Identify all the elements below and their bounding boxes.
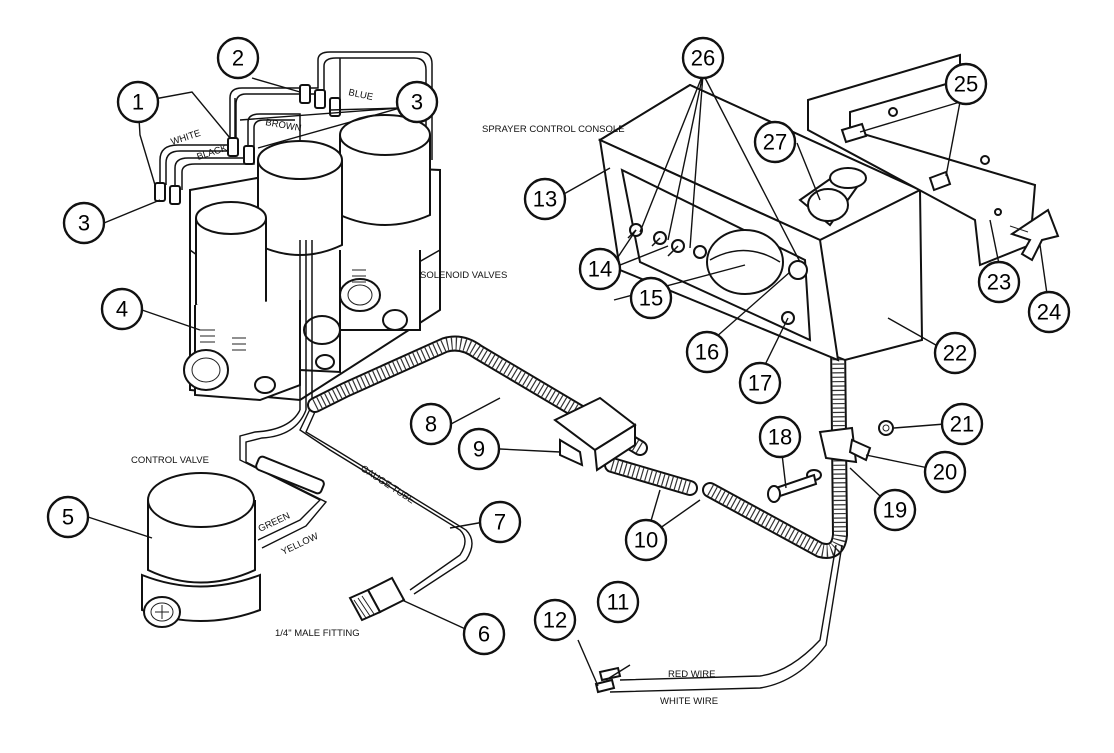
- svg-text:2: 2: [232, 46, 244, 71]
- svg-text:6: 6: [478, 622, 490, 647]
- callout-23: 23: [977, 260, 1021, 304]
- svg-text:16: 16: [695, 340, 719, 365]
- callout-7: 7: [478, 500, 522, 544]
- callout-22: 22: [933, 331, 977, 375]
- bolts: [840, 122, 952, 192]
- callout-10: 10: [624, 518, 668, 562]
- svg-text:25: 25: [954, 72, 978, 97]
- svg-text:21: 21: [950, 412, 974, 437]
- callout-11: 11: [596, 580, 640, 624]
- svg-text:17: 17: [748, 371, 772, 396]
- callout-2: 2: [216, 36, 260, 80]
- svg-text:15: 15: [639, 286, 663, 311]
- red-wire: [619, 544, 837, 681]
- control-valve-wires: [239, 409, 322, 541]
- callout-12: 12: [533, 598, 577, 642]
- svg-text:4: 4: [116, 297, 128, 322]
- wire-label-yellow: YELLOW: [280, 531, 321, 558]
- wire-label-blue: BLUE: [347, 87, 374, 103]
- callout-25: 25: [944, 62, 988, 106]
- callout-4: 4: [100, 287, 144, 331]
- callout-19: 19: [873, 488, 917, 532]
- callout-9: 9: [457, 427, 501, 471]
- svg-text:8: 8: [425, 412, 437, 437]
- gauge-tube-label: GAUGE TUBE: [358, 463, 416, 506]
- clamp-hardware: [767, 420, 894, 503]
- solenoid-valves-label: SOLENOID VALVES: [420, 270, 507, 281]
- svg-text:12: 12: [543, 608, 567, 633]
- callout-14: 14: [578, 247, 622, 291]
- male-fitting-label: 1/4" MALE FITTING: [275, 628, 360, 639]
- svg-text:3: 3: [78, 211, 90, 236]
- white-wire: [609, 544, 843, 693]
- svg-text:10: 10: [634, 528, 658, 553]
- svg-text:26: 26: [691, 46, 715, 71]
- svg-text:20: 20: [933, 460, 957, 485]
- svg-text:23: 23: [987, 270, 1011, 295]
- red-wire-label: RED WIRE: [668, 669, 716, 680]
- console-label: SPRAYER CONTROL CONSOLE: [482, 124, 625, 135]
- svg-text:19: 19: [883, 498, 907, 523]
- wire-connector: [553, 396, 637, 472]
- svg-text:18: 18: [768, 425, 792, 450]
- male-fitting: [348, 576, 406, 622]
- svg-text:13: 13: [533, 187, 557, 212]
- callout-3-right: 3: [395, 80, 439, 124]
- control-valve-label: CONTROL VALVE: [131, 455, 209, 466]
- knob: [1009, 208, 1060, 262]
- svg-text:9: 9: [473, 437, 485, 462]
- callout-21: 21: [940, 402, 984, 446]
- solenoid-valve-assembly: [154, 51, 441, 410]
- svg-text:27: 27: [763, 130, 787, 155]
- svg-text:14: 14: [588, 257, 612, 282]
- callout-24: 24: [1027, 290, 1071, 334]
- callout-15: 15: [629, 276, 673, 320]
- white-wire-label: WHITE WIRE: [660, 696, 718, 707]
- callout-13: 13: [523, 177, 567, 221]
- callout-27: 27: [753, 120, 797, 164]
- svg-text:5: 5: [62, 505, 74, 530]
- conduit-harness: [307, 332, 848, 559]
- svg-text:7: 7: [494, 510, 506, 535]
- sprayer-control-console: [597, 83, 924, 362]
- svg-text:1: 1: [132, 90, 144, 115]
- gauge-tube: [299, 404, 466, 591]
- wire-label-green: GREEN: [257, 510, 292, 534]
- svg-text:22: 22: [943, 341, 967, 366]
- callout-26: 26: [681, 36, 725, 80]
- callout-20: 20: [923, 450, 967, 494]
- callout-5: 5: [46, 495, 90, 539]
- svg-text:24: 24: [1037, 300, 1061, 325]
- callout-16: 16: [685, 330, 729, 374]
- svg-text:11: 11: [607, 590, 630, 615]
- callout-18: 18: [758, 415, 802, 459]
- control-valve: [141, 472, 261, 628]
- callout-3-left: 3: [62, 201, 106, 245]
- callout-1: 1: [116, 80, 160, 124]
- svg-text:3: 3: [411, 90, 423, 115]
- callout-17: 17: [738, 361, 782, 405]
- callout-6: 6: [462, 612, 506, 656]
- wire-label-brown: BROWN: [264, 117, 302, 134]
- callout-8: 8: [409, 402, 453, 446]
